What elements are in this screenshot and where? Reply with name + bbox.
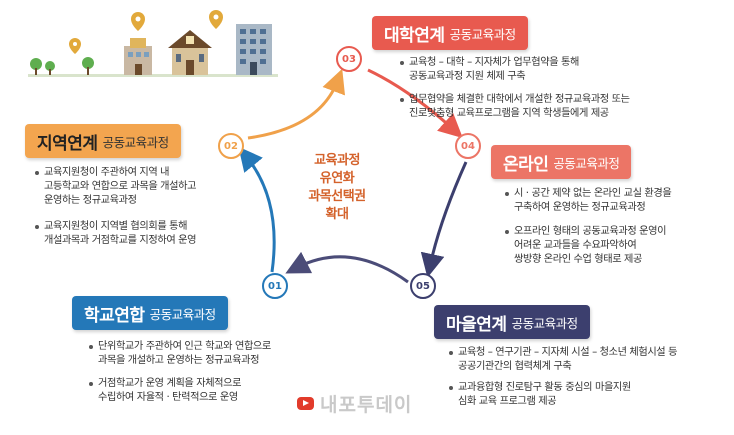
section-subtitle: 공동교육과정 xyxy=(511,315,579,331)
center-line: 교육과정 xyxy=(314,153,360,168)
section-01-title: 학교연합 공동교육과정 xyxy=(72,296,228,330)
step-number-02: 02 xyxy=(218,133,244,159)
section-05-title: 마을연계 공동교육과정 xyxy=(434,305,590,339)
arrow-01-to-02 xyxy=(238,146,276,273)
tree-icon xyxy=(30,58,42,75)
center-line: 확대 xyxy=(325,207,349,222)
section-subtitle: 공동교육과정 xyxy=(102,134,170,150)
section-03-title: 대학연계 공동교육과정 xyxy=(372,16,528,50)
arrow-05-to-01 xyxy=(285,251,409,284)
section-04-title: 온라인 공동교육과정 xyxy=(491,145,632,179)
arrow-02-to-03 xyxy=(247,68,346,140)
step-number-03: 03 xyxy=(336,46,362,72)
hall-building-icon xyxy=(168,30,212,75)
section-02-title: 지역연계 공동교육과정 xyxy=(25,124,181,158)
center-line: 유연화 xyxy=(319,171,355,186)
center-label: 교육과정 유연화 과목선택권 확대 xyxy=(292,152,382,224)
map-pin-icon xyxy=(209,10,223,29)
arrow-03-to-04 xyxy=(367,68,463,139)
map-pin-icon xyxy=(131,12,145,31)
section-subtitle: 공동교육과정 xyxy=(149,306,217,322)
step-number-01: 01 xyxy=(262,273,288,299)
section-title: 마을연계 xyxy=(446,314,507,335)
play-icon xyxy=(297,397,314,410)
section-subtitle: 공동교육과정 xyxy=(553,155,620,171)
section-title: 지역연계 xyxy=(37,133,98,154)
section-title: 대학연계 xyxy=(384,25,445,46)
map-pin-icon xyxy=(69,38,81,54)
office-building-icon xyxy=(236,24,272,75)
section-subtitle: 공동교육과정 xyxy=(449,26,517,42)
step-number-05: 05 xyxy=(410,273,436,299)
school-building-icon xyxy=(124,38,152,75)
step-number-04: 04 xyxy=(455,133,481,159)
center-line: 과목선택권 xyxy=(308,189,366,204)
town-illustration xyxy=(28,10,278,77)
watermark-text: 내포투데이 xyxy=(320,394,413,416)
watermark: 내포투데이 xyxy=(297,390,412,417)
section-title: 온라인 xyxy=(503,154,549,175)
section-title: 학교연합 xyxy=(84,305,145,326)
arrow-04-to-05 xyxy=(420,161,468,278)
